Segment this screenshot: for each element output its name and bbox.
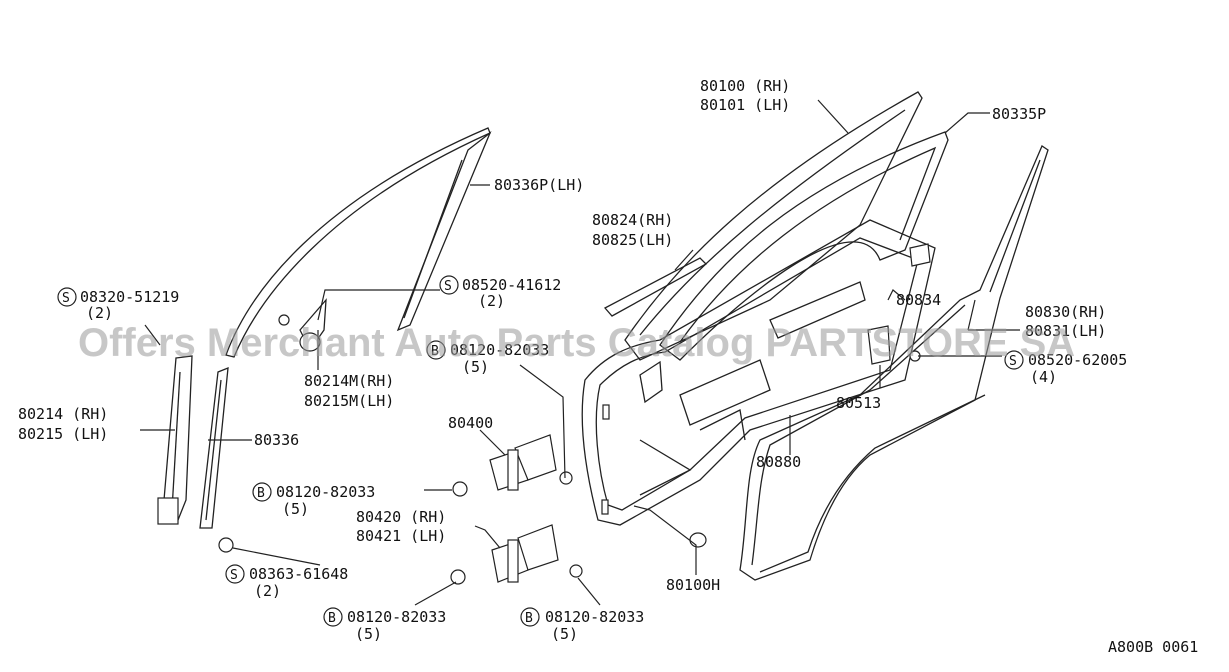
door-glass-80100	[624, 91, 923, 361]
label-08120-82033-b[interactable]: 08120-82033	[276, 483, 375, 501]
bolt-icon	[452, 481, 468, 497]
watermark: Offers Merchant Auto Parts Catalog PARTS…	[78, 321, 1075, 365]
diagram-code: A800B 0061	[1108, 638, 1198, 656]
molding-80824	[603, 257, 708, 317]
label-08520-62005[interactable]: 08520-62005	[1028, 351, 1127, 369]
label-80100h[interactable]: 80100H	[666, 576, 720, 594]
bolt-mark-icon: B	[257, 486, 265, 501]
hole-plug-80100h	[689, 532, 707, 548]
label-08520-62005-qty: (4)	[1030, 368, 1057, 386]
screw-mark-icon: S	[444, 279, 452, 294]
door-shell	[581, 219, 936, 526]
screw-mark-icon: S	[1009, 354, 1017, 369]
bolt-mark-icon: B	[525, 611, 533, 626]
sash-80336	[199, 366, 229, 529]
bolt-mark-icon: B	[328, 611, 336, 626]
division-bar-80214	[161, 355, 193, 523]
label-80831[interactable]: 80831(LH)	[1025, 322, 1106, 340]
label-08520-41612[interactable]: 08520-41612	[462, 276, 561, 294]
label-80400[interactable]: 80400	[448, 414, 493, 432]
label-80101[interactable]: 80101 (LH)	[700, 96, 790, 114]
lower-hinge-80420	[491, 524, 559, 583]
label-08120-82033-a[interactable]: 08120-82033	[450, 341, 549, 359]
label-08120-82033-d-qty: (5)	[551, 625, 578, 643]
fastener-marks: S S B S B S B B	[57, 275, 1024, 627]
label-80214[interactable]: 80214 (RH)	[18, 405, 108, 423]
part-drawings	[157, 91, 1049, 585]
upper-hinge-80400	[489, 434, 557, 491]
part-labels: 80100 (RH) 80101 (LH) 80335P 80336P(LH) …	[18, 77, 1198, 656]
label-80824[interactable]: 80824(RH)	[592, 211, 673, 229]
label-80336p[interactable]: 80336P(LH)	[494, 176, 584, 194]
label-08520-41612-qty: (2)	[478, 292, 505, 310]
label-80834[interactable]: 80834	[896, 291, 941, 309]
label-80214m[interactable]: 80214M(RH)	[304, 372, 394, 390]
leader-lines	[140, 99, 1020, 606]
front-sash-outer	[225, 127, 491, 358]
label-80215m[interactable]: 80215M(LH)	[304, 392, 394, 410]
label-80335p[interactable]: 80335P	[992, 105, 1046, 123]
label-08120-82033-c[interactable]: 08120-82033	[347, 608, 446, 626]
label-80215[interactable]: 80215 (LH)	[18, 425, 108, 443]
label-80100[interactable]: 80100 (RH)	[700, 77, 790, 95]
label-08320-51219-qty: (2)	[86, 304, 113, 322]
label-08363-61648[interactable]: 08363-61648	[249, 565, 348, 583]
label-08120-82033-b-qty: (5)	[282, 500, 309, 518]
screw-mark-icon: S	[230, 568, 238, 583]
label-08363-61648-qty: (2)	[254, 582, 281, 600]
bolt-icon	[450, 569, 466, 585]
label-08120-82033-c-qty: (5)	[355, 625, 382, 643]
label-80830[interactable]: 80830(RH)	[1025, 303, 1106, 321]
run-channel-80336p	[396, 130, 492, 332]
label-80880[interactable]: 80880	[756, 453, 801, 471]
label-80336[interactable]: 80336	[254, 431, 299, 449]
label-80825[interactable]: 80825(LH)	[592, 231, 673, 249]
weatherstrip-80335p	[659, 131, 949, 361]
label-80420[interactable]: 80420 (RH)	[356, 508, 446, 526]
label-08120-82033-a-qty: (5)	[462, 358, 489, 376]
door-seal-80830	[739, 145, 1049, 581]
label-08320-51219[interactable]: 08320-51219	[80, 288, 179, 306]
bolt-mark-icon: B	[431, 344, 439, 359]
screw-mark-icon: S	[62, 291, 70, 306]
label-80513[interactable]: 80513	[836, 394, 881, 412]
label-80421[interactable]: 80421 (LH)	[356, 527, 446, 545]
label-08120-82033-d[interactable]: 08120-82033	[545, 608, 644, 626]
